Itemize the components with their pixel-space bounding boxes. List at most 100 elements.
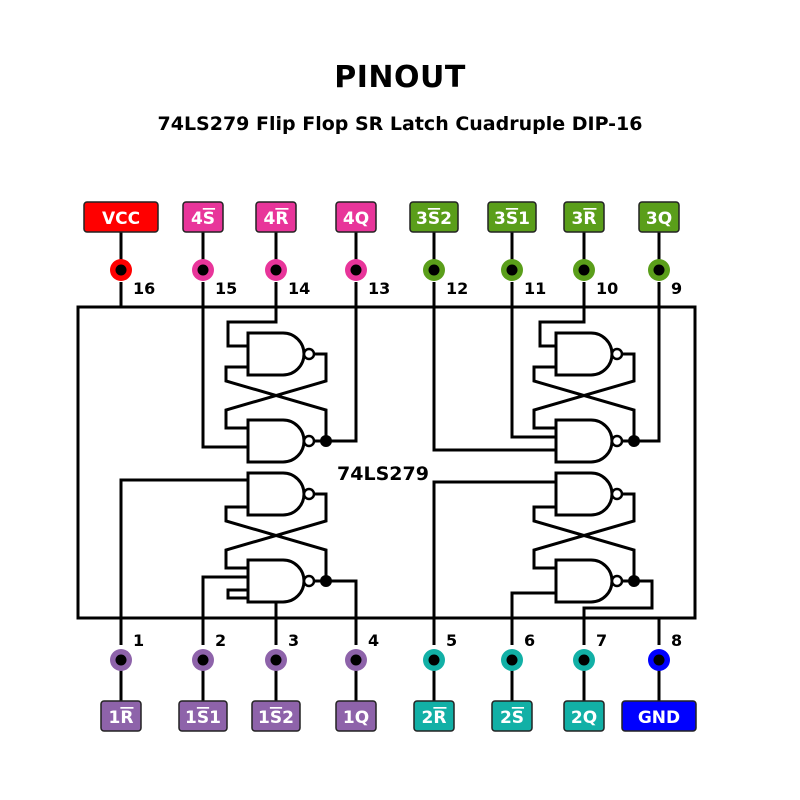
pin-dot [350,654,362,666]
pin-label-box [491,700,533,732]
pin-10[interactable]: 3R 10 [563,201,618,298]
pin-dot [270,264,282,276]
latch1-nand-upper [246,471,316,517]
latch3-r-input [538,307,586,348]
latch4-s-input [201,307,248,449]
pin-16[interactable]: VCC 16 [83,201,159,298]
pin-label-text: 4Q [343,209,369,229]
latch1-r-input [119,478,248,618]
inverter-bubble [610,574,624,588]
pin-8[interactable]: GND 8 [621,631,697,732]
pin-dot [506,654,518,666]
pin-label-text: 3R [572,209,597,229]
latch1-q-output [326,579,358,618]
pin-7[interactable]: 2Q7 [563,631,607,732]
pin-label-box [563,700,605,732]
pin-6[interactable]: 2S 6 [491,631,535,732]
latch4-r-input [226,307,278,348]
pin-label-box [100,700,142,732]
inverter-bubble [302,574,316,588]
pin-1[interactable]: 1R 1 [100,631,144,732]
latch3-nand-upper [554,331,624,377]
latch4-nand-upper [246,331,316,377]
pin-dot [506,264,518,276]
pin-dot [115,264,127,276]
latch2-nand-lower [554,558,624,604]
pin-label-box [255,201,297,233]
pin-label-text: 1Q [343,708,369,728]
inverter-bubble [302,347,316,361]
pin-label-text: 4R [264,209,289,229]
chip-label: 74LS279 [337,463,429,485]
pin-9[interactable]: 3Q9 [638,201,682,298]
latch4-q-output [326,307,358,443]
pin-dot [350,264,362,276]
junction-dot [628,575,640,587]
pin-label-text: 2R [422,708,447,728]
latch3-s1-input [510,307,556,439]
pin-label-box [335,201,377,233]
pin-label-box [487,201,537,233]
pin-number: 6 [524,631,535,650]
pin-label-text: 4S [191,209,215,229]
pin-dot [578,654,590,666]
page-subtitle: 74LS279 Flip Flop SR Latch Cuadruple DIP… [157,113,643,135]
pin-dot [428,264,440,276]
pin-number: 12 [446,279,468,298]
latch4-nand-lower [246,418,316,464]
pin-label-text: 1R [109,708,134,728]
pin-number: 16 [133,279,155,298]
pin-number: 1 [133,631,144,650]
pin-number: 13 [368,279,390,298]
pin-label-box [638,201,680,233]
pin-label-text: 1S1 [185,708,221,728]
pin-2[interactable]: 1S1 2 [178,631,228,732]
pin-dot [270,654,282,666]
pin-number: 5 [446,631,457,650]
pin-dot [653,264,665,276]
latch3-s2-input [432,307,556,452]
pin-label-text: 3S1 [494,209,530,229]
pin-number: 7 [596,631,607,650]
pin-number: 14 [288,279,310,298]
pin-4[interactable]: 1Q4 [335,631,379,732]
latch1-nand-lower [246,558,316,604]
pin-number: 11 [524,279,546,298]
pin-label-text: VCC [102,209,140,229]
pin-number: 10 [596,279,618,298]
pin-dot [197,264,209,276]
pin-label-text: 1S2 [258,708,294,728]
latch1-s1-input [201,575,248,618]
pin-label-box [83,201,159,233]
pin-dot [197,654,209,666]
inverter-bubble [610,487,624,501]
pin-14[interactable]: 4R 14 [255,201,310,298]
latch1-s2-input [226,588,278,618]
junction-dot [320,575,332,587]
pin-number: 8 [671,631,682,650]
pin-11[interactable]: 3S1 11 [487,201,546,298]
pin-15[interactable]: 4S 15 [182,201,237,298]
pin-label-box [182,201,224,233]
pin-5[interactable]: 2R 5 [413,631,457,732]
junction-dot [320,435,332,447]
inverter-bubble [610,347,624,361]
page-title: PINOUT [334,60,466,95]
latch2-nand-upper [554,471,624,517]
pin-label-text: GND [638,708,680,728]
junction-dot [628,435,640,447]
pin-label-box [413,700,455,732]
inverter-bubble [610,434,624,448]
latch2-s-input [510,591,556,618]
pin-number: 2 [215,631,226,650]
pin-number: 15 [215,279,237,298]
pin-label-box [409,201,459,233]
pin-13[interactable]: 4Q 13 [335,201,390,298]
pin-label-box [251,700,301,732]
pin-label-text: 2S [500,708,524,728]
pin-dot [653,654,665,666]
